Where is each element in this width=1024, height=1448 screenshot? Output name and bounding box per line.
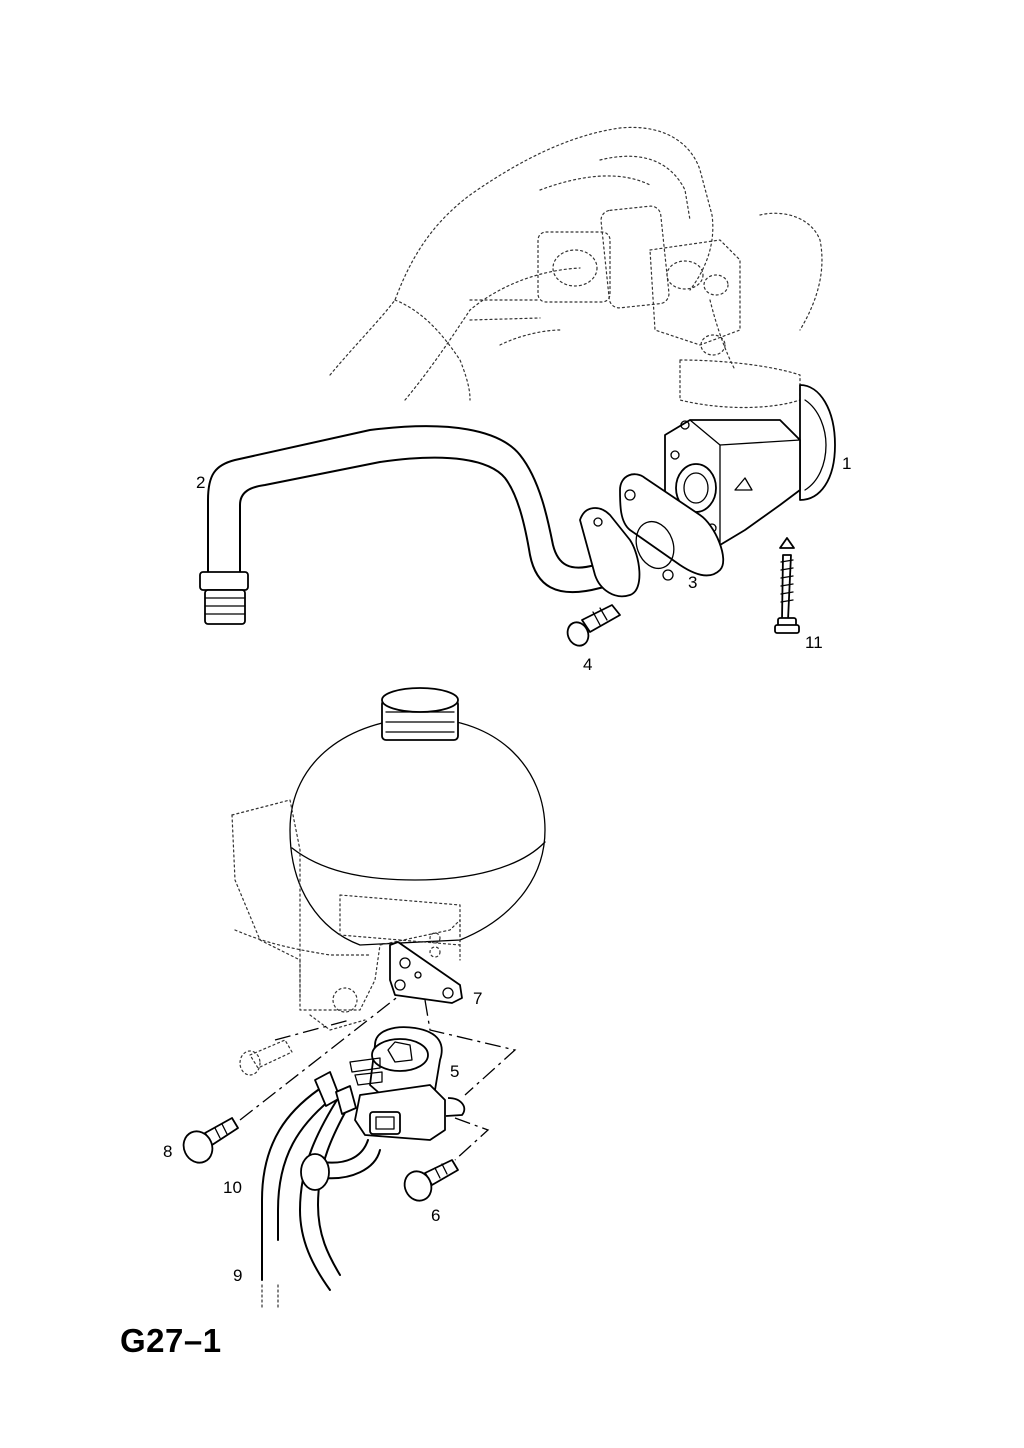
callout-9: 9 [233, 1266, 243, 1285]
egr-gasket [579, 473, 725, 598]
bolt-8 [182, 1117, 239, 1164]
callout-2: 2 [196, 473, 206, 492]
screw-11 [774, 537, 800, 634]
bolt-4 [566, 604, 621, 647]
callout-1: 1 [842, 454, 852, 473]
exhaust-manifold-ghost [329, 126, 823, 401]
diagram-sheet-id: G27–1 [120, 1322, 222, 1359]
callout-7: 7 [473, 989, 483, 1008]
mounting-bracket-ghost [231, 799, 461, 1031]
egr-pipe [199, 425, 637, 625]
callout-4: 4 [583, 655, 593, 674]
expansion-tank [289, 687, 546, 946]
callout-3: 3 [688, 573, 698, 592]
callout-10: 10 [223, 1178, 242, 1197]
bracket-plate [389, 941, 463, 1004]
callout-8: 8 [163, 1142, 173, 1161]
callout-5: 5 [450, 1062, 460, 1081]
vacuum-hoses [261, 1071, 381, 1311]
callout-6: 6 [431, 1206, 441, 1225]
egr-adapter-ghost [649, 239, 801, 409]
assembly-lines [239, 994, 517, 1161]
ghost-bolt [239, 1039, 293, 1076]
callout-11: 11 [805, 633, 823, 652]
vacuum-solenoid [349, 1026, 466, 1141]
bolt-6 [403, 1159, 459, 1202]
